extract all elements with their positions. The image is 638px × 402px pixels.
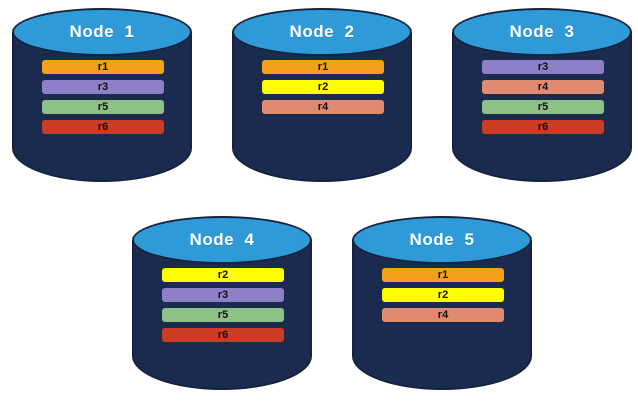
replica-bar-r2[interactable]: r2: [382, 288, 504, 302]
replica-bar-r5[interactable]: r5: [482, 100, 604, 114]
cylinder-top-icon: [352, 216, 532, 264]
replica-bar-r1[interactable]: r1: [262, 60, 384, 74]
replica-bar-r2[interactable]: r2: [262, 80, 384, 94]
replica-bar-r6[interactable]: r6: [162, 328, 284, 342]
replica-bar-r1[interactable]: r1: [42, 60, 164, 74]
replica-list: r2 r3 r5 r6: [162, 268, 284, 348]
replica-bar-r6[interactable]: r6: [482, 120, 604, 134]
replica-bar-r4[interactable]: r4: [262, 100, 384, 114]
replica-bar-r5[interactable]: r5: [42, 100, 164, 114]
cylinder-top-icon: [232, 8, 412, 56]
cylinder-top-icon: [132, 216, 312, 264]
cylinder-top-icon: [452, 8, 632, 56]
replica-list: r1 r3 r5 r6: [42, 60, 164, 140]
replica-bar-r4[interactable]: r4: [382, 308, 504, 322]
replica-list: r3 r4 r5 r6: [482, 60, 604, 140]
replica-bar-r2[interactable]: r2: [162, 268, 284, 282]
cylinder-top-icon: [12, 8, 192, 56]
replica-list: r1 r2 r4: [382, 268, 504, 328]
replica-bar-r3[interactable]: r3: [162, 288, 284, 302]
replica-bar-r5[interactable]: r5: [162, 308, 284, 322]
replica-bar-r4[interactable]: r4: [482, 80, 604, 94]
replica-bar-r3[interactable]: r3: [42, 80, 164, 94]
replica-bar-r3[interactable]: r3: [482, 60, 604, 74]
replica-bar-r1[interactable]: r1: [382, 268, 504, 282]
replica-bar-r6[interactable]: r6: [42, 120, 164, 134]
replica-list: r1 r2 r4: [262, 60, 384, 120]
